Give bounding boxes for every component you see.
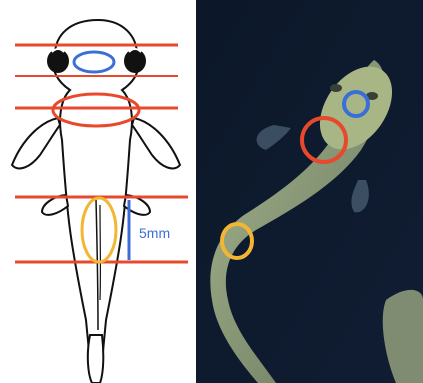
larva-eye-left (330, 84, 342, 92)
larva-photo-panel (196, 0, 423, 383)
left-eye (47, 49, 69, 73)
larva-schematic-drawing: 5mm (0, 0, 196, 383)
left-pectoral-fin (12, 118, 60, 168)
larva-schematic-panel: 5mm (0, 0, 196, 383)
larva-photo (196, 0, 423, 383)
right-eye (124, 49, 146, 73)
tail-fin (88, 335, 103, 383)
right-pectoral-fin (132, 118, 180, 168)
scale-bar-label: 5mm (139, 225, 170, 241)
